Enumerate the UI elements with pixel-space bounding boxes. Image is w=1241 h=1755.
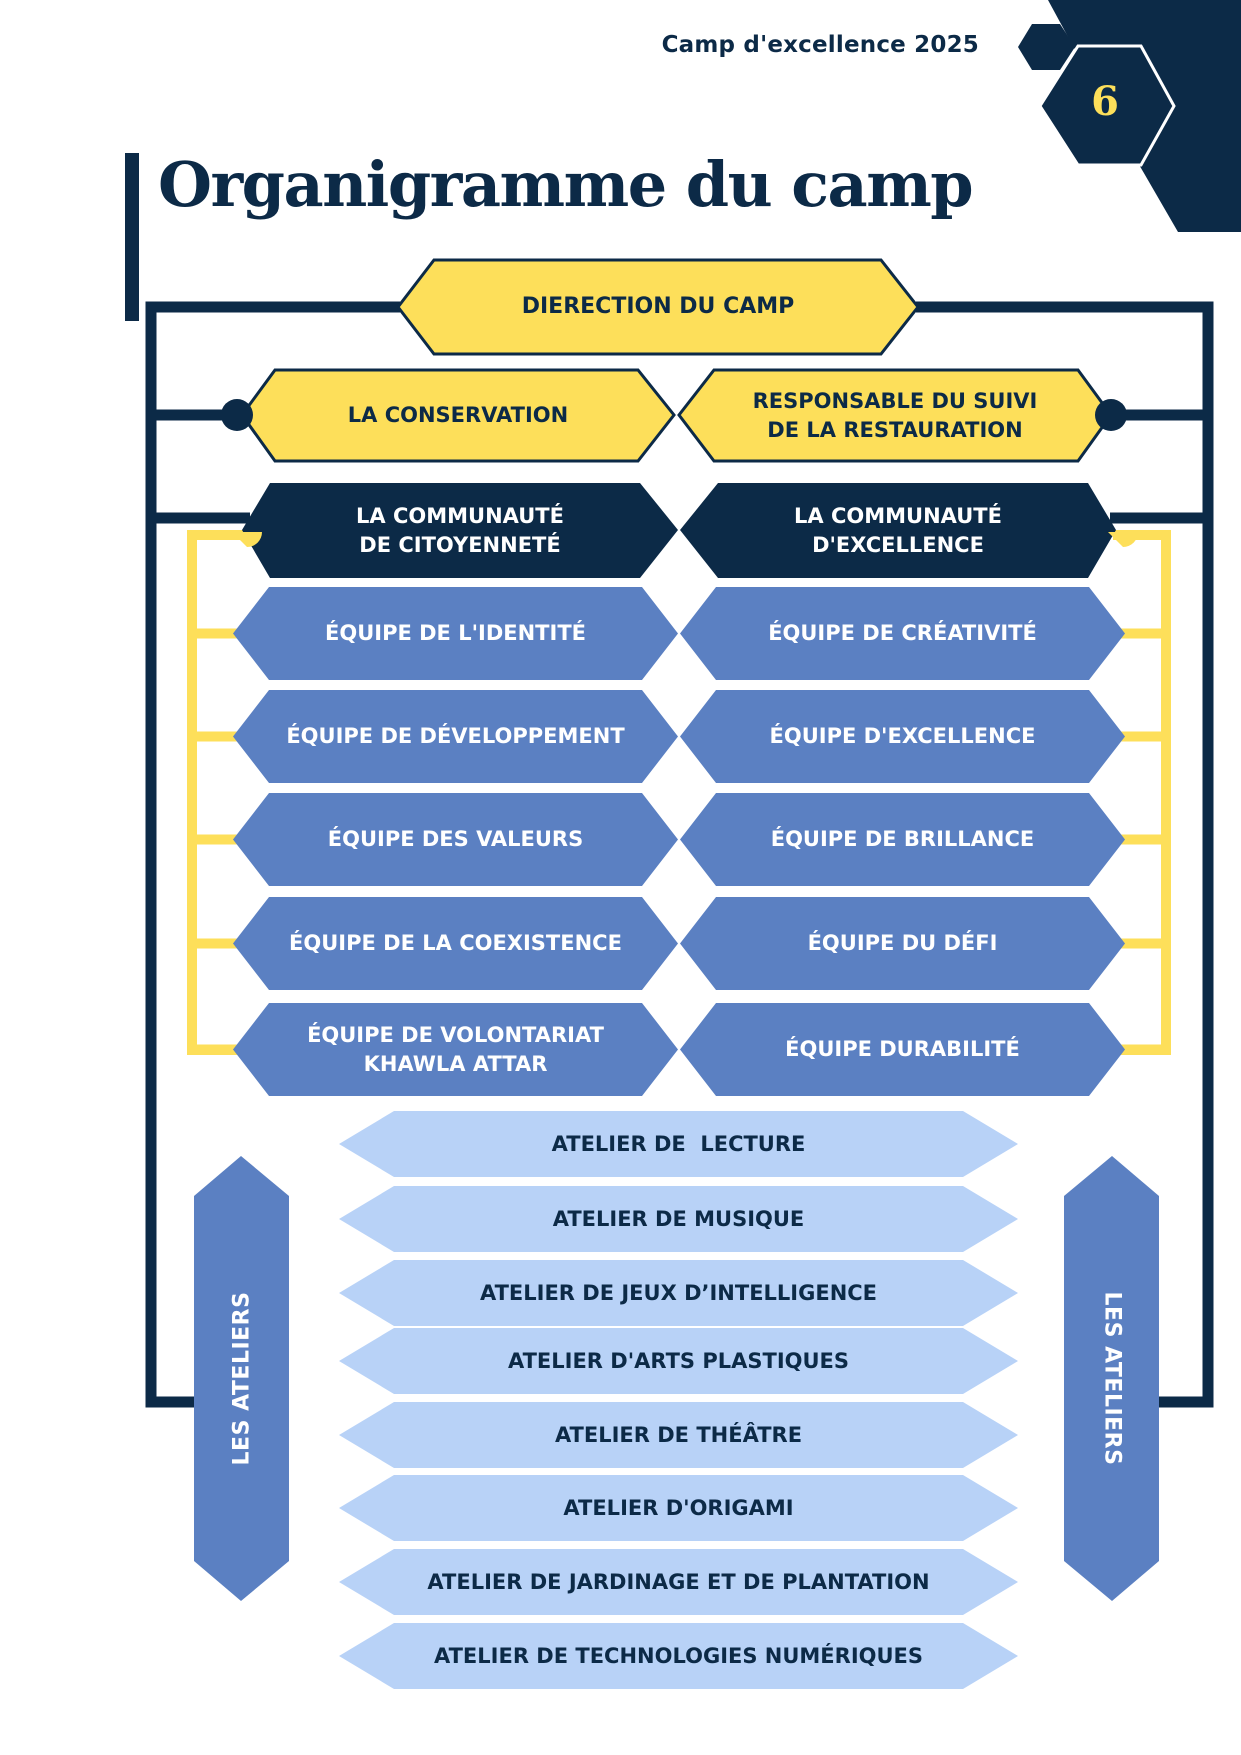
direction-label: DIERECTION DU CAMP	[521, 294, 795, 320]
frame-line-right	[916, 301, 1214, 1408]
workshop-label: ATELIER DE JEUX D’INTELLIGENCE	[479, 1280, 878, 1305]
workshop-shape	[339, 1328, 1018, 1394]
team-box: ÉQUIPE DURABILITÉ	[680, 1003, 1125, 1096]
conservation-label: LA CONSERVATION	[347, 403, 569, 428]
page-number-hexagon	[1038, 44, 1176, 167]
team-label: ÉQUIPE DU DÉFI	[807, 931, 998, 956]
workshop-label: ATELIER D'ARTS PLASTIQUES	[507, 1348, 850, 1373]
team-shape	[680, 587, 1125, 680]
team-label: ÉQUIPE DE VOLONTARIAT KHAWLA ATTAR	[307, 1023, 604, 1076]
workshop-box: ATELIER DE MUSIQUE	[339, 1186, 1018, 1252]
workshop-label: ATELIER DE THÉÂTRE	[554, 1422, 803, 1447]
community-citoyennete-box: LA COMMUNAUTÉ DE CITOYENNETÉ	[242, 483, 678, 578]
page-number: 6	[1091, 78, 1119, 125]
workshop-box: ATELIER D'ARTS PLASTIQUES	[339, 1328, 1018, 1394]
team-label: ÉQUIPE DE DÉVELOPPEMENT	[286, 724, 625, 749]
ateliers-label-right-shape	[1064, 1156, 1159, 1601]
team-box: ÉQUIPE DE VOLONTARIAT KHAWLA ATTAR	[233, 1003, 678, 1096]
team-shape	[680, 793, 1125, 886]
bracket-cap-left	[232, 532, 262, 547]
team-label: ÉQUIPE DE L'IDENTITÉ	[325, 621, 586, 646]
workshop-box: ATELIER DE LECTURE	[339, 1111, 1018, 1177]
conservation-box: LA CONSERVATION	[242, 370, 674, 461]
workshop-box: ATELIER DE TECHNOLOGIES NUMÉRIQUES	[339, 1623, 1018, 1689]
page-title: Organigramme du camp	[158, 148, 974, 221]
direction-box: DIERECTION DU CAMP	[398, 260, 918, 354]
community-excellence-shape	[680, 483, 1116, 578]
team-shape	[680, 1003, 1125, 1096]
community-citoyennete-label: LA COMMUNAUTÉ DE CITOYENNETÉ	[356, 504, 564, 557]
workshop-shape	[339, 1186, 1018, 1252]
team-box: ÉQUIPE DES VALEURS	[233, 793, 678, 886]
team-label: ÉQUIPE D'EXCELLENCE	[769, 724, 1036, 749]
restauration-shape	[677, 368, 1113, 463]
ateliers-label-left: LES ATELIERS	[194, 1156, 289, 1601]
team-label: ÉQUIPE DE CRÉATIVITÉ	[768, 621, 1037, 646]
workshop-shape	[339, 1475, 1018, 1541]
workshop-box: ATELIER D'ORIGAMI	[339, 1475, 1018, 1541]
team-box: ÉQUIPE DE L'IDENTITÉ	[233, 587, 678, 680]
ateliers-label-right-text: LES ATELIERS	[1099, 1291, 1125, 1466]
community-excellence-box: LA COMMUNAUTÉ D'EXCELLENCE	[680, 483, 1116, 578]
team-box: ÉQUIPE DE DÉVELOPPEMENT	[233, 690, 678, 783]
workshop-shape	[339, 1111, 1018, 1177]
community-excellence-label: LA COMMUNAUTÉ D'EXCELLENCE	[794, 504, 1002, 557]
header-title: Camp d'excellence 2025	[661, 32, 979, 58]
ateliers-label-left-text: LES ATELIERS	[229, 1291, 255, 1466]
team-label: ÉQUIPE DE LA COEXISTENCE	[289, 931, 622, 956]
ateliers-label-left-shape	[194, 1156, 289, 1601]
workshop-shape	[339, 1623, 1018, 1689]
workshop-label: ATELIER DE MUSIQUE	[552, 1206, 805, 1231]
workshop-shape	[339, 1549, 1018, 1615]
team-shape	[680, 690, 1125, 783]
team-box: ÉQUIPE DU DÉFI	[680, 897, 1125, 990]
connector-dot-right	[1095, 399, 1127, 431]
team-label: ÉQUIPE DURABILITÉ	[785, 1037, 1020, 1062]
team-shape	[233, 587, 678, 680]
workshop-shape	[339, 1402, 1018, 1468]
connector-dot-left	[221, 399, 253, 431]
workshop-label: ATELIER DE LECTURE	[551, 1131, 806, 1156]
workshop-label: ATELIER DE JARDINAGE ET DE PLANTATION	[427, 1569, 930, 1594]
restauration-box: RESPONSABLE DU SUIVI DE LA RESTAURATION	[679, 370, 1111, 461]
workshop-label: ATELIER D'ORIGAMI	[563, 1495, 794, 1520]
team-box: ÉQUIPE D'EXCELLENCE	[680, 690, 1125, 783]
team-shape	[233, 897, 678, 990]
corner-hexagon-small	[1018, 24, 1075, 70]
workshop-box: ATELIER DE THÉÂTRE	[339, 1402, 1018, 1468]
team-shape	[233, 1003, 678, 1096]
team-label: ÉQUIPE DE BRILLANCE	[770, 827, 1035, 852]
bracket-cap-right	[1108, 532, 1138, 547]
team-shape	[233, 793, 678, 886]
workshop-box: ATELIER DE JARDINAGE ET DE PLANTATION	[339, 1549, 1018, 1615]
team-label: ÉQUIPE DES VALEURS	[327, 827, 584, 852]
team-shape	[233, 690, 678, 783]
ateliers-label-right: LES ATELIERS	[1064, 1156, 1159, 1601]
workshop-label: ATELIER DE TECHNOLOGIES NUMÉRIQUES	[433, 1643, 924, 1668]
team-shape	[680, 897, 1125, 990]
workshop-box: ATELIER DE JEUX D’INTELLIGENCE	[339, 1260, 1018, 1326]
team-box: ÉQUIPE DE BRILLANCE	[680, 793, 1125, 886]
community-citoyennete-shape	[242, 483, 678, 578]
restauration-label: RESPONSABLE DU SUIVI DE LA RESTAURATION	[752, 389, 1038, 442]
team-box: ÉQUIPE DE LA COEXISTENCE	[233, 897, 678, 990]
direction-shape	[396, 258, 920, 356]
title-accent-bar	[125, 153, 139, 321]
workshop-shape	[339, 1260, 1018, 1326]
team-box: ÉQUIPE DE CRÉATIVITÉ	[680, 587, 1125, 680]
frame-line-left	[145, 301, 400, 1408]
